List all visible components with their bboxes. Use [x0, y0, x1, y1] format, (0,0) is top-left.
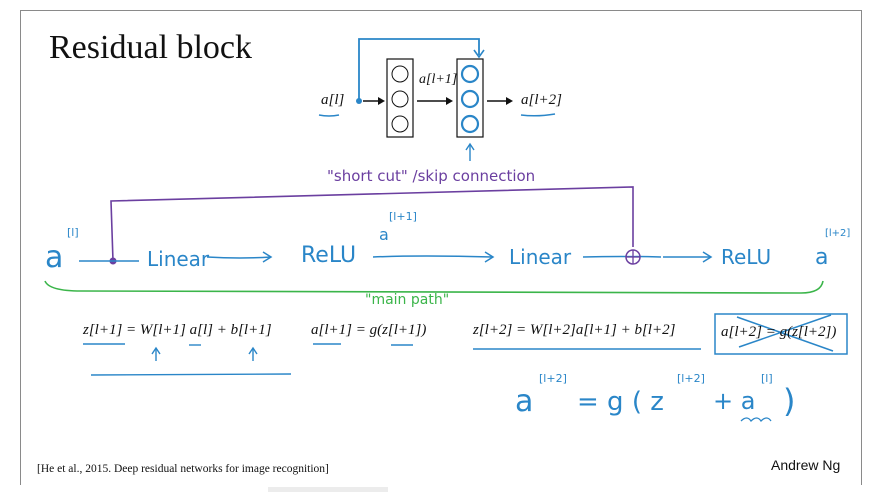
chain-mid-sup: [l+1] [389, 210, 417, 223]
result-rhs-sup1: [l+2] [677, 372, 705, 385]
slide: Residual block [20, 10, 862, 487]
neuron [460, 114, 480, 134]
neuron [391, 115, 409, 133]
shortcut-path [110, 186, 634, 262]
chain-step-linear-1: Linear [147, 247, 210, 271]
scrap-bar [268, 487, 388, 492]
result-lhs-a: a [515, 384, 534, 419]
result-rhs: = g ( z [577, 387, 664, 417]
chain-output-sup: [l+2] [825, 228, 851, 239]
result-rhs-sup2: [l] [761, 372, 773, 385]
middle-activation-label: a[l+1] [419, 72, 458, 87]
input-activation-label: a[l] [321, 92, 345, 108]
chain-output-a: a [815, 245, 829, 270]
neuron [391, 65, 409, 83]
main-path-note: "main path" [365, 292, 450, 308]
chain-input-sup: [l] [67, 226, 79, 239]
citation: [He et al., 2015. Deep residual networks… [37, 463, 329, 475]
ink-layer [44, 38, 848, 423]
bottom-strip [0, 485, 874, 492]
neuron [391, 90, 409, 108]
crossed-equation-box [714, 313, 848, 355]
chain-input-a: a [45, 240, 64, 275]
chain-step-relu-2: ReLU [721, 245, 772, 269]
slide-title: Residual block [49, 29, 253, 66]
equation-a-l1: a[l+1] = g(z[l+1]) [311, 322, 427, 338]
chain-mid-a: a [379, 225, 389, 244]
author-name: Andrew Ng [771, 457, 841, 473]
skip-connection-line [358, 38, 480, 101]
result-close: ) [783, 382, 796, 420]
result-plus-a: + a [713, 387, 756, 415]
chain-step-relu-1: ReLU [301, 243, 357, 268]
neuron [460, 89, 480, 109]
layer-box-1 [386, 58, 414, 138]
shortcut-note: "short cut" /skip connection [327, 167, 536, 185]
output-activation-label: a[l+2] [521, 92, 562, 108]
layer-box-2 [456, 58, 484, 138]
neuron [460, 64, 480, 84]
equation-a-l2: a[l+2] = g(z[l+2]) [721, 324, 837, 340]
equation-z-l1: z[l+1] = W[l+1] a[l] + b[l+1] [83, 322, 272, 338]
equation-z-l2: z[l+2] = W[l+2]a[l+1] + b[l+2] [473, 322, 676, 338]
chain-step-linear-2: Linear [509, 245, 572, 269]
result-lhs-sup: [l+2] [539, 372, 567, 385]
main-path-line [44, 280, 824, 294]
